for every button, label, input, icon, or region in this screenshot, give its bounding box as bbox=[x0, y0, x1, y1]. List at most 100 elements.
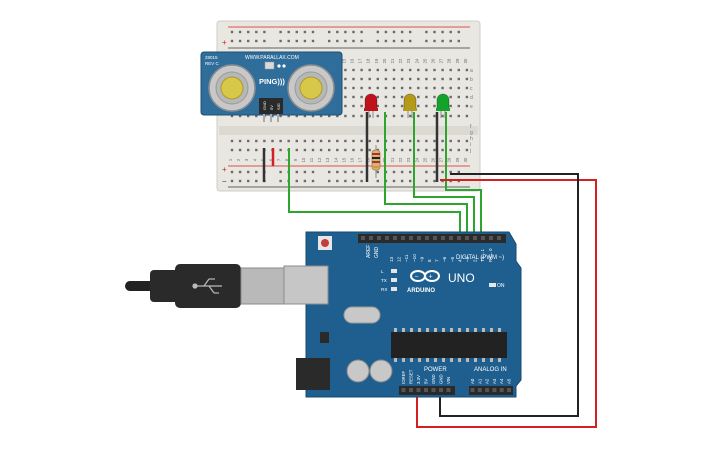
terminal-hole[interactable] bbox=[392, 77, 396, 81]
terminal-hole[interactable] bbox=[457, 104, 460, 108]
terminal-hole[interactable] bbox=[360, 114, 363, 118]
terminal-hole[interactable] bbox=[295, 148, 298, 152]
wire-green-led-green[interactable] bbox=[445, 112, 482, 240]
header-pin[interactable] bbox=[499, 388, 504, 392]
terminal-hole[interactable] bbox=[384, 95, 388, 99]
rail-hole[interactable] bbox=[279, 170, 282, 174]
terminal-hole[interactable] bbox=[449, 139, 452, 143]
terminal-hole[interactable] bbox=[400, 139, 404, 143]
rail-hole[interactable] bbox=[441, 39, 444, 43]
terminal-hole[interactable] bbox=[328, 139, 331, 143]
rail-hole[interactable] bbox=[360, 30, 363, 34]
terminal-hole[interactable] bbox=[376, 86, 379, 90]
terminal-hole[interactable] bbox=[465, 104, 469, 108]
terminal-hole[interactable] bbox=[230, 139, 234, 143]
terminal-hole[interactable] bbox=[376, 104, 379, 108]
terminal-hole[interactable] bbox=[376, 95, 379, 99]
rail-hole[interactable] bbox=[433, 179, 436, 183]
terminal-hole[interactable] bbox=[344, 114, 347, 118]
terminal-hole[interactable] bbox=[449, 95, 452, 99]
terminal-hole[interactable] bbox=[392, 114, 396, 118]
terminal-hole[interactable] bbox=[287, 139, 290, 143]
terminal-hole[interactable] bbox=[360, 95, 363, 99]
ultrasonic-sensor[interactable]: 28015 REV C WWW.PARALLAX.COM PING))) GND… bbox=[200, 51, 343, 122]
led-yellow[interactable] bbox=[403, 93, 417, 118]
rail-hole[interactable] bbox=[247, 30, 250, 34]
rail-hole[interactable] bbox=[263, 39, 266, 43]
rail-hole[interactable] bbox=[392, 170, 396, 174]
terminal-hole[interactable] bbox=[368, 77, 371, 81]
rail-hole[interactable] bbox=[336, 179, 339, 183]
rail-hole[interactable] bbox=[255, 170, 258, 174]
rail-hole[interactable] bbox=[384, 39, 388, 43]
terminal-hole[interactable] bbox=[352, 95, 355, 99]
terminal-hole[interactable] bbox=[457, 148, 460, 152]
rail-hole[interactable] bbox=[295, 179, 298, 183]
terminal-hole[interactable] bbox=[409, 114, 412, 118]
terminal-hole[interactable] bbox=[433, 114, 436, 118]
terminal-hole[interactable] bbox=[344, 86, 347, 90]
terminal-hole[interactable] bbox=[279, 148, 282, 152]
rail-hole[interactable] bbox=[287, 30, 290, 34]
terminal-hole[interactable] bbox=[360, 68, 363, 72]
rail-hole[interactable] bbox=[311, 39, 315, 43]
terminal-hole[interactable] bbox=[384, 68, 388, 72]
terminal-hole[interactable] bbox=[417, 114, 420, 118]
rail-hole[interactable] bbox=[409, 39, 412, 43]
rail-hole[interactable] bbox=[376, 39, 379, 43]
terminal-hole[interactable] bbox=[425, 104, 428, 108]
reset-button[interactable] bbox=[321, 239, 329, 247]
terminal-hole[interactable] bbox=[441, 86, 444, 90]
terminal-hole[interactable] bbox=[352, 77, 355, 81]
header-pin[interactable] bbox=[441, 236, 445, 240]
rail-hole[interactable] bbox=[360, 170, 363, 174]
terminal-hole[interactable] bbox=[368, 114, 371, 118]
terminal-hole[interactable] bbox=[441, 139, 444, 143]
rail-hole[interactable] bbox=[287, 39, 290, 43]
terminal-hole[interactable] bbox=[457, 68, 460, 72]
rail-hole[interactable] bbox=[400, 30, 404, 34]
terminal-hole[interactable] bbox=[368, 86, 371, 90]
terminal-hole[interactable] bbox=[344, 148, 347, 152]
header-pin[interactable] bbox=[465, 236, 469, 240]
terminal-hole[interactable] bbox=[465, 148, 469, 152]
terminal-hole[interactable] bbox=[400, 68, 404, 72]
rail-hole[interactable] bbox=[230, 30, 234, 34]
terminal-hole[interactable] bbox=[417, 86, 420, 90]
rail-hole[interactable] bbox=[376, 170, 379, 174]
terminal-hole[interactable] bbox=[400, 86, 404, 90]
terminal-hole[interactable] bbox=[417, 139, 420, 143]
terminal-hole[interactable] bbox=[368, 139, 371, 143]
terminal-hole[interactable] bbox=[465, 95, 469, 99]
terminal-hole[interactable] bbox=[425, 139, 428, 143]
rail-hole[interactable] bbox=[360, 39, 363, 43]
terminal-hole[interactable] bbox=[336, 148, 339, 152]
terminal-hole[interactable] bbox=[271, 114, 274, 118]
terminal-hole[interactable] bbox=[287, 114, 290, 118]
header-pin[interactable] bbox=[470, 388, 475, 392]
terminal-hole[interactable] bbox=[400, 148, 404, 152]
terminal-hole[interactable] bbox=[271, 139, 274, 143]
terminal-hole[interactable] bbox=[279, 114, 282, 118]
terminal-hole[interactable] bbox=[311, 114, 315, 118]
rail-hole[interactable] bbox=[400, 170, 404, 174]
terminal-hole[interactable] bbox=[400, 114, 404, 118]
terminal-hole[interactable] bbox=[336, 139, 339, 143]
header-pin[interactable] bbox=[497, 236, 501, 240]
rail-hole[interactable] bbox=[230, 39, 234, 43]
header-pin[interactable] bbox=[433, 236, 437, 240]
header-pin[interactable] bbox=[377, 236, 381, 240]
rail-hole[interactable] bbox=[344, 30, 347, 34]
terminal-hole[interactable] bbox=[400, 95, 404, 99]
rail-hole[interactable] bbox=[238, 179, 242, 183]
header-pin[interactable] bbox=[416, 388, 421, 392]
terminal-hole[interactable] bbox=[433, 77, 436, 81]
terminal-hole[interactable] bbox=[433, 139, 436, 143]
rail-hole[interactable] bbox=[263, 30, 266, 34]
rail-hole[interactable] bbox=[449, 39, 452, 43]
terminal-hole[interactable] bbox=[336, 114, 339, 118]
terminal-hole[interactable] bbox=[360, 104, 363, 108]
rail-hole[interactable] bbox=[255, 179, 258, 183]
terminal-hole[interactable] bbox=[449, 86, 452, 90]
terminal-hole[interactable] bbox=[230, 114, 234, 118]
